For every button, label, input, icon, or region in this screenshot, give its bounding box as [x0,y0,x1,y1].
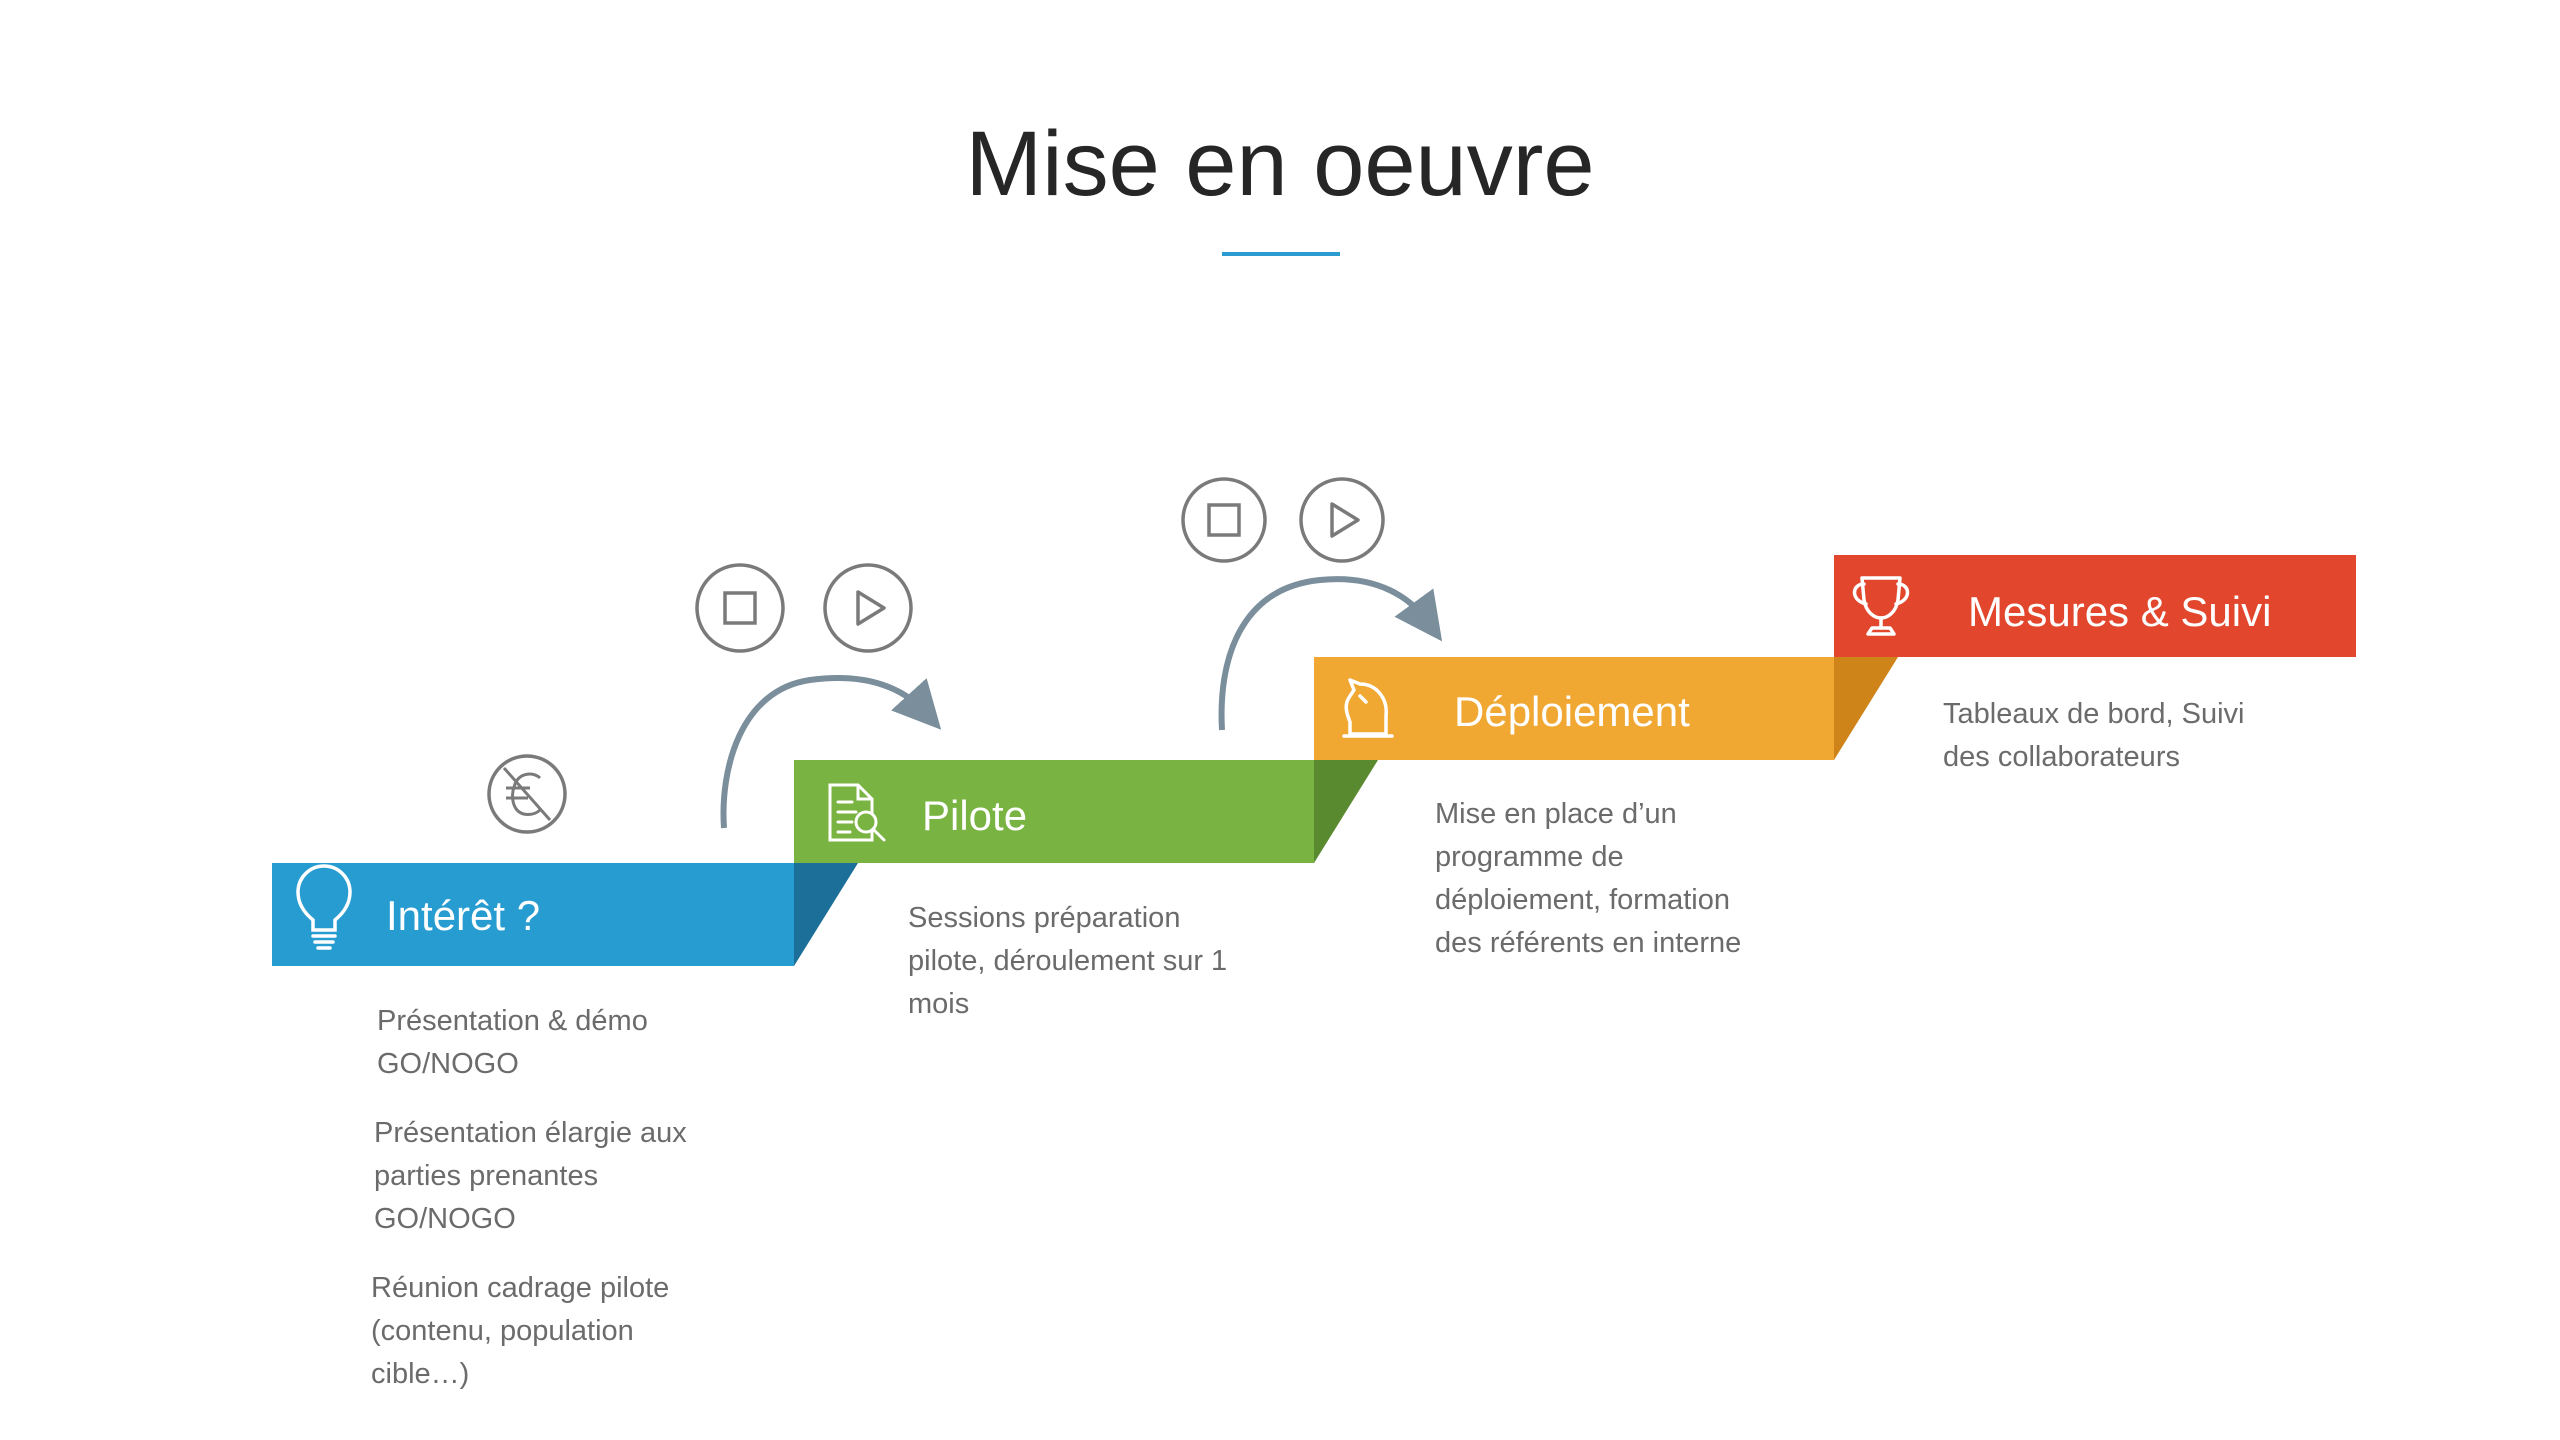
stop-icon [695,563,785,653]
lightbulb-icon [296,864,352,950]
step-description-mesures: Tableaux de bord, Suivi des collaborateu… [1943,693,2343,779]
step-band-mesures [1834,555,2356,657]
step-description-interet: Présentation & démo GO/NOGO Présentation… [371,1000,731,1396]
document-search-icon [828,783,886,842]
step-label-pilote: Pilote [922,792,1027,839]
page-title: Mise en oeuvre [965,113,1595,215]
description-item: Sessions préparation pilote, déroulement… [908,902,1228,1020]
step-label-deploiement: Déploiement [1454,688,1690,735]
step-band-interet [272,863,794,966]
description-item: Mise en place d’un programme de déploiem… [1435,798,1742,959]
step-fold-deploiement [1834,657,1898,760]
description-item: Réunion cadrage pilote (contenu, populat… [371,1272,670,1390]
play-icon [823,563,913,653]
step-description-deploiement: Mise en place d’un programme de déploiem… [1435,793,1835,965]
chess-knight-icon [1342,678,1394,738]
step-band-deploiement [1314,657,1834,760]
stop-icon [1181,477,1267,563]
step-fold-interet [794,863,858,966]
play-icon [1299,477,1385,563]
transition-arrow-2 [1218,576,1443,731]
step-label-interet: Intérêt ? [386,892,540,939]
trophy-icon [1852,576,1910,636]
step-description-pilote: Sessions préparation pilote, déroulement… [908,897,1298,1026]
step-band-pilote [794,760,1314,863]
title-underline [1222,252,1340,256]
description-item: Présentation élargie aux parties prenant… [374,1117,687,1235]
description-item: Présentation & démo GO/NOGO [377,1005,648,1080]
step-label-mesures: Mesures & Suivi [1968,588,2271,635]
no-euro-icon [487,754,567,834]
transition-arrow-1 [720,675,942,829]
description-item: Tableaux de bord, Suivi des collaborateu… [1943,698,2245,773]
step-fold-pilote [1314,760,1378,863]
